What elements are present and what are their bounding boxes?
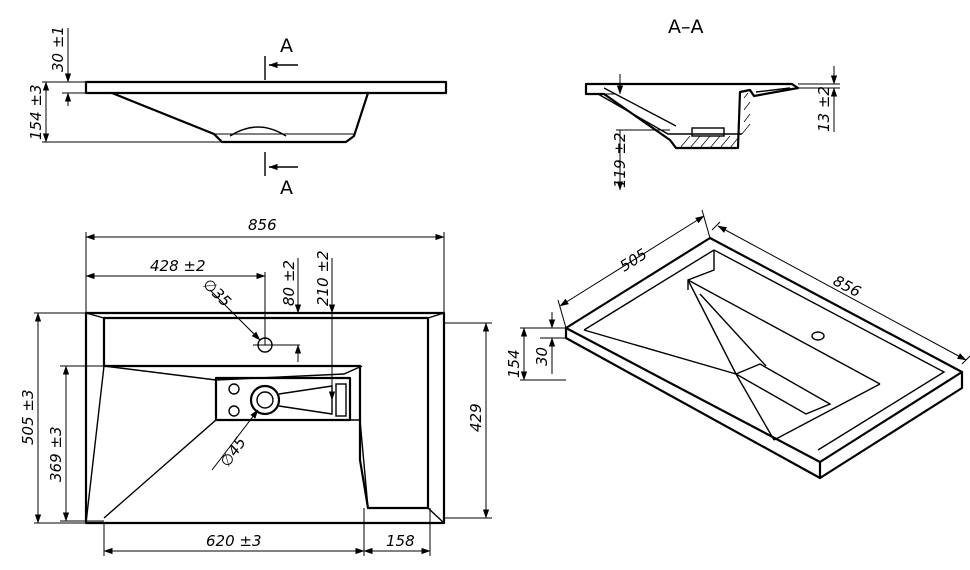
iso-drain-channel	[734, 363, 832, 415]
plan-shelf-outline	[102, 316, 430, 510]
dim-shelf-depth: 429	[467, 403, 485, 432]
section-dimensions: 119 ±2 13 ±2	[592, 66, 840, 191]
side-view: A A	[84, 35, 448, 199]
plan-screw-bottom	[228, 405, 240, 417]
dim-section-rim: 13 ±2	[815, 86, 833, 132]
iso-shelf-edge	[773, 383, 881, 441]
dim-total-height: 154 ±3	[27, 84, 45, 140]
dim-bowl-width: 620 ±3	[206, 532, 262, 550]
dim-overall-depth: 505 ±3	[19, 389, 37, 445]
section-drain	[691, 127, 725, 137]
drain-inner	[256, 391, 274, 409]
side-bowl-outline	[110, 91, 370, 144]
plan-drain-channel	[214, 376, 352, 422]
section-rim-detail	[755, 87, 791, 93]
side-drain-bump	[229, 126, 287, 137]
dim-drain-diameter: ∅45	[217, 434, 250, 471]
section-inner-line	[597, 93, 742, 135]
plan-screw-top	[228, 383, 240, 395]
side-rim	[84, 80, 448, 95]
dim-rim-height: 30 ±1	[49, 26, 67, 72]
section-hatching	[679, 92, 751, 149]
plan-overflow-slot	[335, 383, 347, 417]
iso-front-slope	[583, 329, 737, 375]
plan-dimensions: 856 428 ±2 ∅35 80 ±2 210 ±2 505 ±3 369 ±…	[19, 216, 492, 556]
dim-section-depth: 119 ±2	[611, 132, 629, 188]
dim-overall-width: 856	[248, 216, 277, 234]
dim-tap-diameter: ∅35	[199, 275, 234, 310]
dim-iso-depth: 505	[617, 245, 651, 275]
iso-tap-hole-icon	[811, 331, 825, 341]
dim-drain-depth: 210 ±2	[314, 250, 332, 306]
dim-bowl-depth: 369 ±3	[47, 426, 65, 482]
side-dimensions: 30 ±1 154 ±3	[27, 26, 222, 143]
section-marker-bottom: A	[280, 177, 293, 199]
dim-tap-offset: 428 ±2	[150, 257, 206, 275]
dim-tap-depth: 80 ±2	[280, 260, 298, 306]
section-marker-top: A	[280, 35, 293, 57]
iso-rim-inner	[583, 249, 946, 451]
dim-iso-rim: 30	[533, 347, 551, 366]
dim-iso-height: 154	[505, 349, 523, 378]
iso-back-wall	[687, 250, 715, 290]
iso-dimensions: 505 856 154 30	[505, 209, 970, 381]
drain-outlet-icon	[249, 384, 281, 416]
dim-iso-width: 856	[830, 272, 864, 301]
section-title: A–A	[668, 16, 704, 38]
dim-shelf-width: 158	[386, 532, 415, 550]
plan-drain-funnel	[278, 385, 333, 415]
